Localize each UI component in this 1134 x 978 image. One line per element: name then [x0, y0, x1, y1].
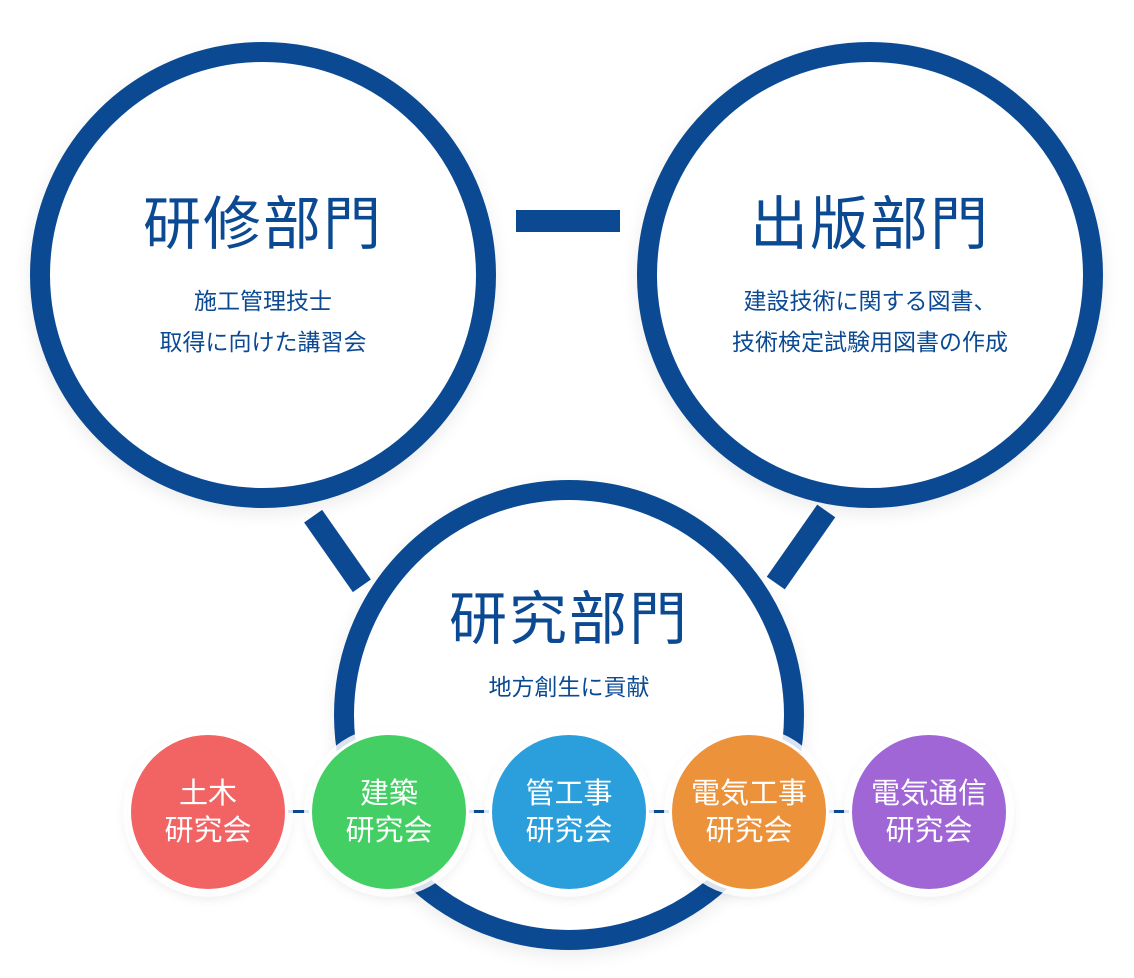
research-group-kenchiku-line2: 研究会 — [345, 813, 433, 847]
connector-training-research — [304, 509, 371, 593]
connector-publishing-research — [766, 504, 836, 590]
training-desc-line1: 施工管理技士 — [194, 289, 332, 315]
research-group-kankouji-line1: 管工事 — [525, 776, 613, 810]
research-group-kenchiku: 建築 研究会 — [309, 732, 469, 892]
research-desc-line1: 地方創生に貢献 — [488, 675, 650, 701]
training-department-circle: 研修部門 施工管理技士 取得に向けた講習会 — [30, 42, 496, 508]
research-group-denki-tsushin-line1: 電気通信 — [870, 776, 987, 810]
research-group-denki-tsushin: 電気通信 研究会 — [849, 732, 1009, 892]
research-group-denki-kouji: 電気工事 研究会 — [669, 732, 829, 892]
research-department-description: 地方創生に貢献 — [354, 668, 784, 709]
publishing-department-title: 出版部門 — [749, 190, 990, 258]
research-group-doboku-line1: 土木 — [178, 776, 237, 810]
publishing-department-description: 建設技術に関する図書、 技術検定試験用図書の作成 — [657, 282, 1083, 364]
research-group-kankouji: 管工事 研究会 — [489, 732, 649, 892]
research-group-doboku: 土木 研究会 — [128, 732, 288, 892]
publishing-department-circle: 出版部門 建設技術に関する図書、 技術検定試験用図書の作成 — [637, 42, 1103, 508]
research-group-kankouji-line2: 研究会 — [525, 813, 613, 847]
training-desc-line2: 取得に向けた講習会 — [159, 330, 367, 356]
research-group-denki-kouji-line2: 研究会 — [705, 813, 793, 847]
research-group-denki-tsushin-line2: 研究会 — [885, 813, 973, 847]
research-group-denki-kouji-line1: 電気工事 — [690, 776, 807, 810]
publishing-desc-line1: 建設技術に関する図書、 — [743, 289, 997, 315]
publishing-desc-line2: 技術検定試験用図書の作成 — [732, 330, 1008, 356]
training-department-title: 研修部門 — [142, 190, 383, 258]
connector-training-publishing — [516, 210, 620, 232]
research-group-doboku-line2: 研究会 — [164, 813, 252, 847]
research-group-kenchiku-line1: 建築 — [359, 776, 418, 810]
training-department-description: 施工管理技士 取得に向けた講習会 — [50, 282, 476, 364]
research-department-title: 研究部門 — [448, 585, 689, 653]
